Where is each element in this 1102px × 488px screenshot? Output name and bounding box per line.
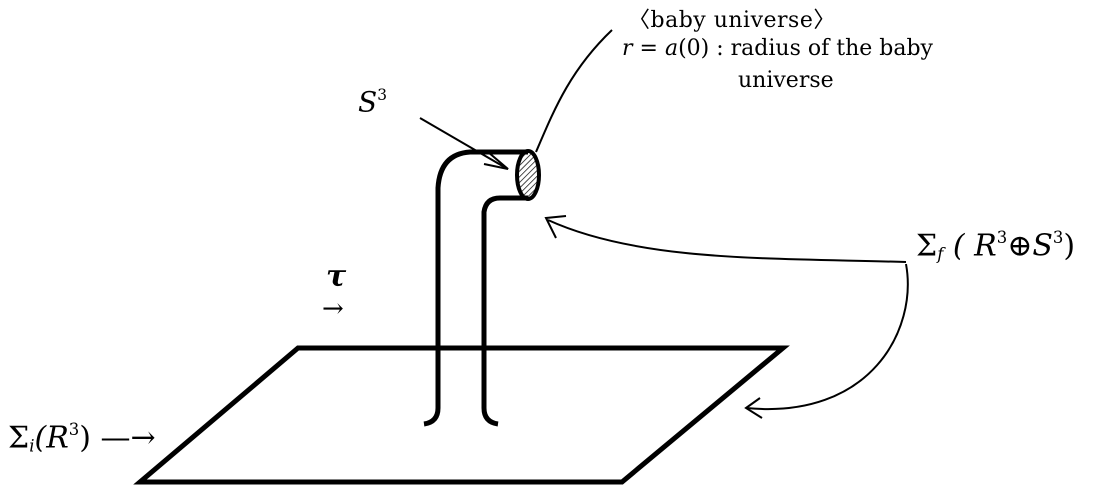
s3-label: S3 bbox=[358, 85, 387, 119]
radius-description: : radius of the baby bbox=[709, 36, 933, 61]
sigma-i-open: (R bbox=[34, 420, 69, 456]
sigma-i-close: ) —→ bbox=[79, 420, 156, 456]
radius-definition: r = a(0) : radius of the baby bbox=[622, 38, 933, 60]
sigma-f-sup-2: 3 bbox=[1052, 228, 1064, 247]
s3-pointer-arrow bbox=[419, 117, 509, 170]
sigma-i-label: Σi(R3) —→ bbox=[8, 420, 156, 456]
baby-universe-mouth bbox=[515, 149, 541, 201]
sigma-f-label: Σf ( R3⊕S3) bbox=[916, 228, 1076, 264]
s3-superscript: 3 bbox=[377, 86, 387, 104]
radius-description-continued: universe bbox=[738, 68, 834, 93]
sigma-i-sup: 3 bbox=[68, 420, 80, 439]
sigma-f-symbol: Σ bbox=[916, 228, 938, 264]
sigma-f-arrow-to-plane bbox=[744, 263, 909, 419]
radius-argument: (0) bbox=[678, 36, 710, 61]
sigma-f-s: S bbox=[1032, 228, 1053, 264]
sigma-f-arrow-to-mouth bbox=[544, 215, 907, 263]
spatial-slice-plane bbox=[133, 345, 790, 485]
radius-function: a bbox=[664, 36, 679, 61]
tube-outer-wall bbox=[423, 149, 528, 427]
radius-equals: = bbox=[632, 36, 665, 61]
sigma-f-subscript: f bbox=[937, 244, 944, 264]
sigma-f-oplus: ⊕ bbox=[1007, 228, 1033, 264]
tau-arrow: → bbox=[322, 294, 344, 324]
sigma-f-sup-1: 3 bbox=[996, 228, 1008, 247]
radius-symbol: r bbox=[622, 36, 633, 61]
sigma-i-symbol: Σ bbox=[8, 420, 30, 456]
sigma-i-subscript: i bbox=[29, 436, 35, 456]
tube-inner-wall bbox=[481, 195, 528, 427]
baby-universe-leader-line bbox=[535, 29, 613, 153]
sigma-f-open: ( R bbox=[943, 228, 997, 264]
sigma-f-close: ) bbox=[1063, 228, 1076, 264]
tau-label: τ bbox=[326, 259, 347, 294]
s3-base: S bbox=[358, 85, 378, 119]
baby-universe-title: 〈baby universe〉 bbox=[628, 8, 836, 33]
